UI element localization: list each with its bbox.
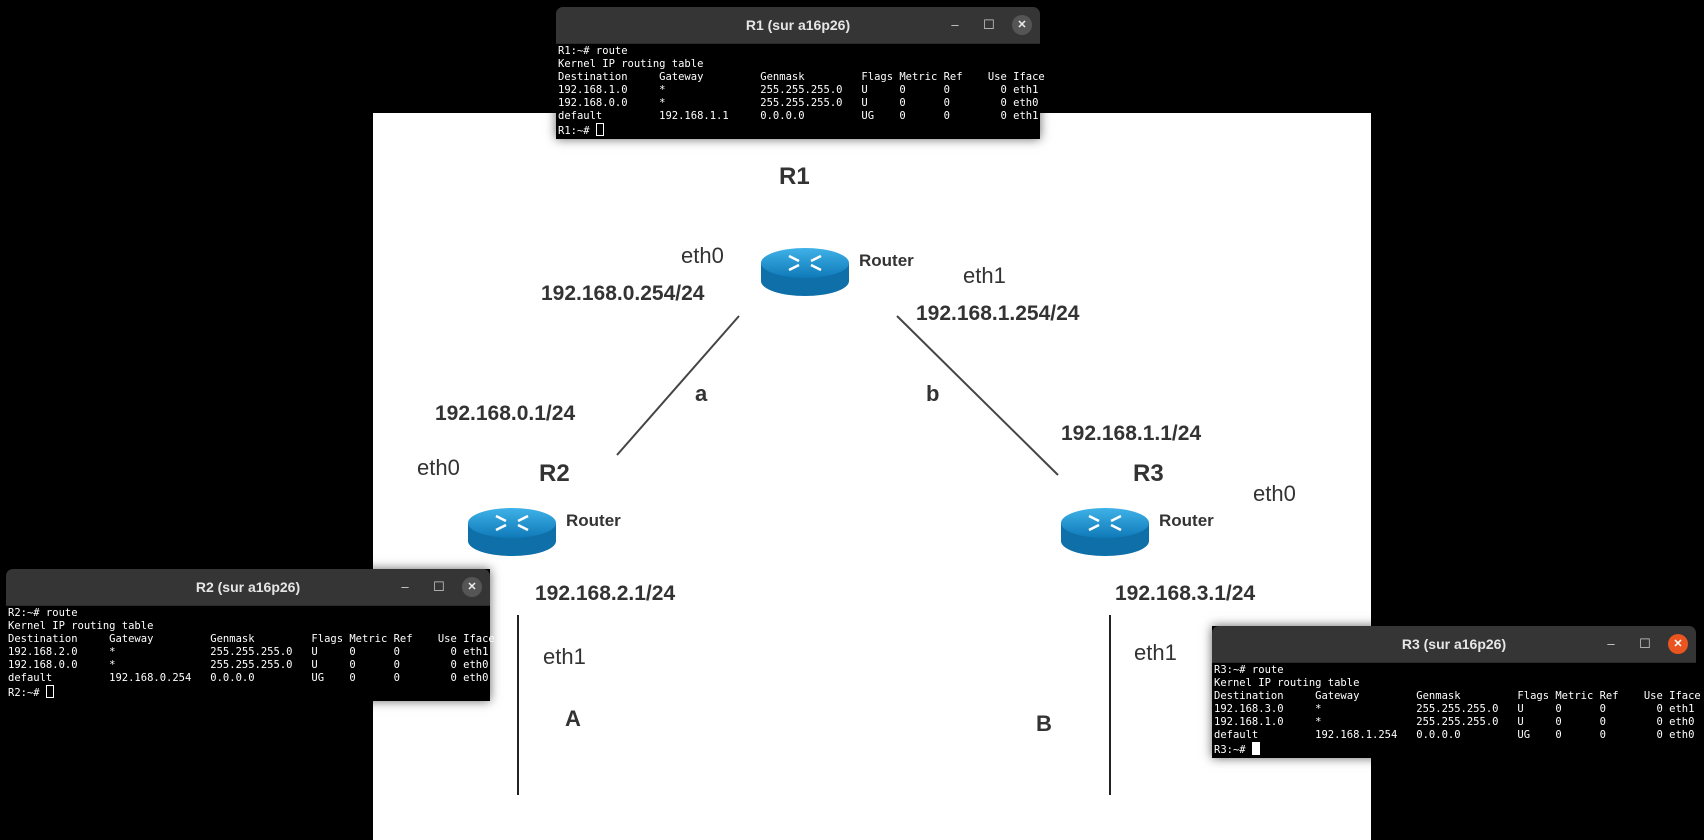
terminal-window-r1[interactable]: R1 (sur a16p26) – ☐ ✕ R1:~# route Kernel… (556, 7, 1045, 139)
terminal-line: default 192.168.0.254 0.0.0.0 UG 0 0 0 e… (8, 672, 489, 684)
router-r1-label: R1 (779, 163, 810, 190)
terminal-line: default 192.168.1.254 0.0.0.0 UG 0 0 0 e… (1214, 729, 1695, 741)
link-a-line (616, 315, 740, 456)
router-r2-text: Router (566, 511, 621, 530)
terminal-r2-output[interactable]: R2:~# route Kernel IP routing table Dest… (6, 606, 495, 699)
diagram-lines (466, 246, 1151, 795)
terminal-r2-titlebar[interactable]: R2 (sur a16p26) – ☐ ✕ (6, 569, 490, 606)
network-diagram: R1 Router eth0 192.168.0.254/24 eth1 192… (373, 113, 1371, 840)
terminal-cursor (595, 123, 604, 136)
terminal-line: Destination Gateway Genmask Flags Metric… (8, 633, 495, 645)
r2-eth1-label: eth1 (543, 644, 586, 669)
r1-eth0-ip: 192.168.0.254/24 (541, 282, 705, 305)
terminal-r1-output[interactable]: R1:~# route Kernel IP routing table Dest… (556, 44, 1045, 137)
r2-eth0-ip: 192.168.0.1/24 (435, 402, 576, 425)
router-r3-icon (1059, 506, 1151, 558)
terminal-prompt-line: R2:~# (8, 685, 488, 699)
terminal-line: 192.168.2.0 * 255.255.255.0 U 0 0 0 eth1 (8, 646, 489, 658)
terminal-prompt-line: R3:~# (1214, 742, 1694, 756)
terminal-prompt-line: R1:~# (558, 123, 1038, 137)
r1-eth1-label: eth1 (963, 263, 1006, 288)
router-r3-label: R3 (1133, 460, 1164, 487)
link-b-line (896, 315, 1059, 476)
minimize-icon[interactable]: – (401, 579, 409, 594)
terminal-prompt: R1:~# (558, 125, 596, 137)
r3-eth0-ip: 192.168.1.1/24 (1061, 422, 1202, 445)
link-a-label: a (695, 381, 708, 406)
router-r1-text: Router (859, 251, 914, 270)
close-icon[interactable]: ✕ (1012, 15, 1032, 35)
terminal-prompt: R3:~# (1214, 744, 1252, 756)
terminal-r1-titlebar[interactable]: R1 (sur a16p26) – ☐ ✕ (556, 7, 1040, 44)
minimize-icon[interactable]: – (1607, 636, 1615, 651)
maximize-icon[interactable]: ☐ (983, 17, 995, 32)
terminal-line: 192.168.0.0 * 255.255.255.0 U 0 0 0 eth0 (558, 97, 1039, 109)
terminal-cursor (45, 685, 54, 698)
r2-eth1-ip: 192.168.2.1/24 (535, 582, 676, 605)
r3-eth0-label: eth0 (1253, 481, 1296, 506)
terminal-cursor (1251, 742, 1260, 755)
maximize-icon[interactable]: ☐ (1639, 636, 1651, 651)
link-b-label: b (926, 381, 940, 406)
terminal-r3-output[interactable]: R3:~# route Kernel IP routing table Dest… (1212, 663, 1701, 756)
r3-eth1-ip: 192.168.3.1/24 (1115, 582, 1256, 605)
terminal-window-r3[interactable]: R3 (sur a16p26) – ☐ ✕ R3:~# route Kernel… (1212, 626, 1701, 758)
terminal-prompt: R2:~# (8, 687, 46, 699)
terminal-r3-title: R3 (sur a16p26) (1401, 636, 1507, 652)
terminal-r1-title: R1 (sur a16p26) (745, 17, 851, 33)
terminal-line: 192.168.1.0 * 255.255.255.0 U 0 0 0 eth0 (1214, 716, 1695, 728)
terminal-line: R2:~# route (8, 607, 78, 619)
router-r2-label: R2 (539, 460, 570, 487)
r2-eth0-label: eth0 (417, 455, 460, 480)
terminal-line: Destination Gateway Genmask Flags Metric… (1214, 690, 1701, 702)
net-a-label: A (565, 706, 581, 731)
terminal-r3-titlebar[interactable]: R3 (sur a16p26) – ☐ ✕ (1212, 626, 1696, 663)
net-b-label: B (1036, 711, 1052, 736)
terminal-line: Destination Gateway Genmask Flags Metric… (558, 71, 1045, 83)
r1-eth0-label: eth0 (681, 243, 724, 268)
terminal-line: 192.168.1.0 * 255.255.255.0 U 0 0 0 eth1 (558, 84, 1039, 96)
terminal-line: default 192.168.1.1 0.0.0.0 UG 0 0 0 eth… (558, 110, 1039, 122)
router-r3-text: Router (1159, 511, 1214, 530)
terminal-line: R3:~# route (1214, 664, 1284, 676)
r1-eth1-ip: 192.168.1.254/24 (916, 302, 1080, 325)
router-r1-icon (759, 246, 851, 298)
terminal-line: Kernel IP routing table (558, 58, 704, 70)
maximize-icon[interactable]: ☐ (433, 579, 445, 594)
terminal-line: 192.168.0.0 * 255.255.255.0 U 0 0 0 eth0 (8, 659, 489, 671)
terminal-line: Kernel IP routing table (1214, 677, 1360, 689)
r3-eth1-label: eth1 (1134, 640, 1177, 665)
terminal-line: 192.168.3.0 * 255.255.255.0 U 0 0 0 eth1 (1214, 703, 1695, 715)
minimize-icon[interactable]: – (951, 17, 959, 32)
terminal-r2-title: R2 (sur a16p26) (195, 579, 301, 595)
router-r2-icon (466, 506, 558, 558)
terminal-line: R1:~# route (558, 45, 628, 57)
close-icon[interactable]: ✕ (462, 577, 482, 597)
close-icon[interactable]: ✕ (1668, 634, 1688, 654)
terminal-window-r2[interactable]: R2 (sur a16p26) – ☐ ✕ R2:~# route Kernel… (6, 569, 495, 701)
terminal-line: Kernel IP routing table (8, 620, 154, 632)
